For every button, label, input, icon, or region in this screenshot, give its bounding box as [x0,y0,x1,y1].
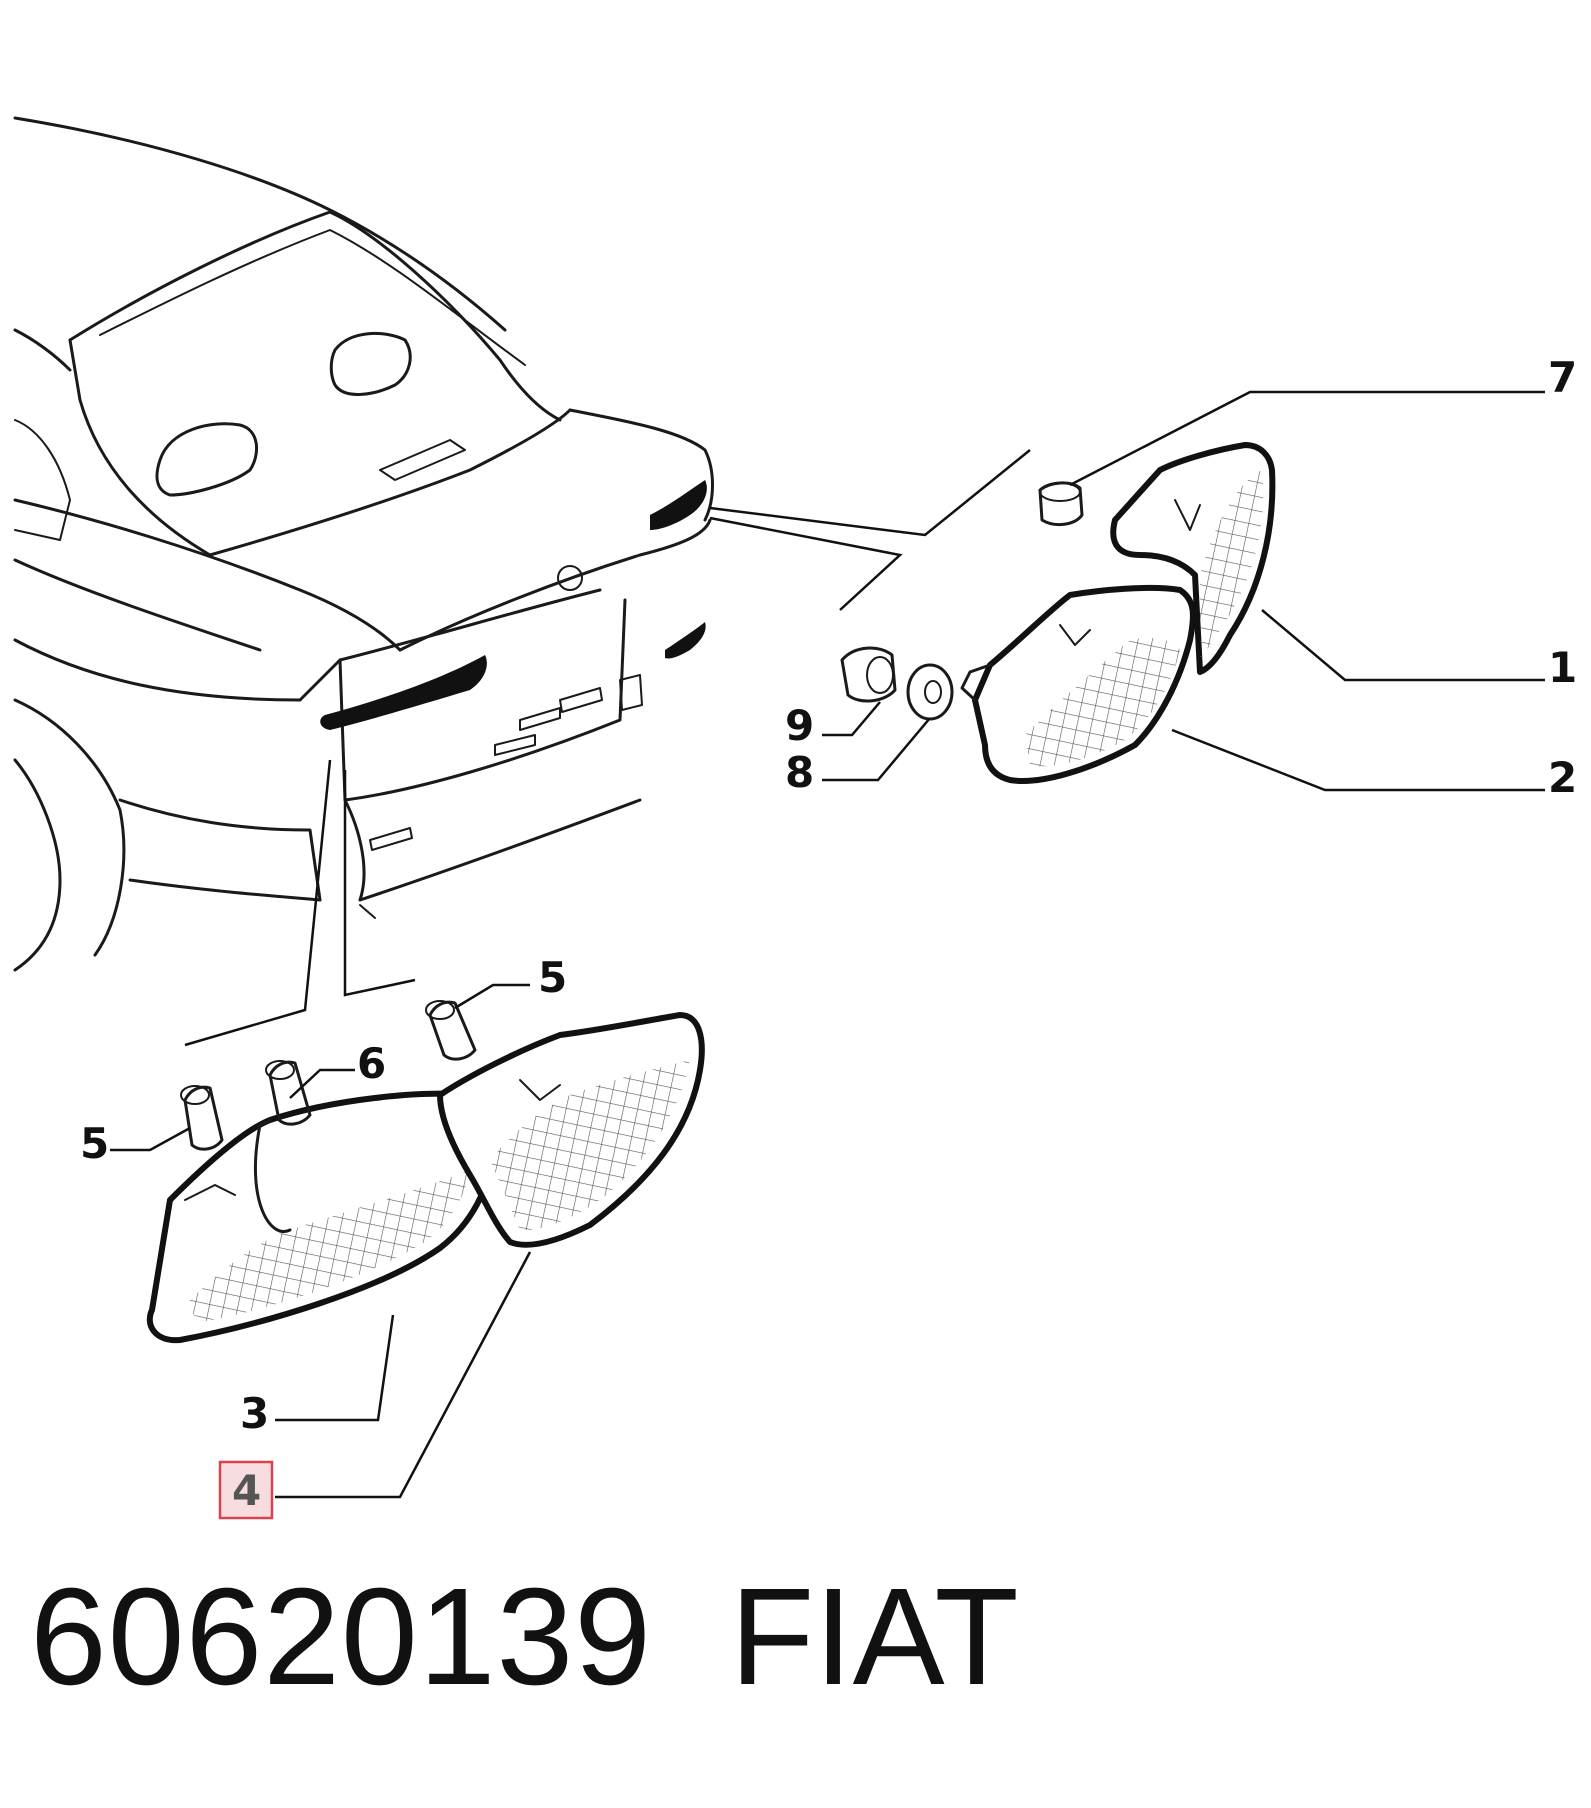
callout-1: 1 [1548,643,1577,692]
right-light-assembly [840,442,1276,784]
callout-2: 2 [1548,753,1577,802]
leader-lines [110,390,1545,1499]
callout-8: 8 [785,748,814,797]
callout-4: 4 [232,1466,261,1515]
callout-5-lower: 5 [80,1119,109,1168]
callout-9: 9 [785,701,814,750]
callout-5-upper: 5 [538,953,567,1002]
car-body-drawing [13,116,1031,1047]
callout-4-highlight [218,1460,274,1520]
part-number: 60620139 [30,1560,652,1714]
callout-7: 7 [1548,353,1577,402]
callout-labels: 7 1 2 9 8 5 6 5 3 4 [80,353,1577,1520]
callout-6: 6 [357,1039,386,1088]
brand-name: FIAT [730,1560,1019,1714]
callout-3: 3 [240,1389,269,1438]
left-light-assembly [146,1000,705,1344]
